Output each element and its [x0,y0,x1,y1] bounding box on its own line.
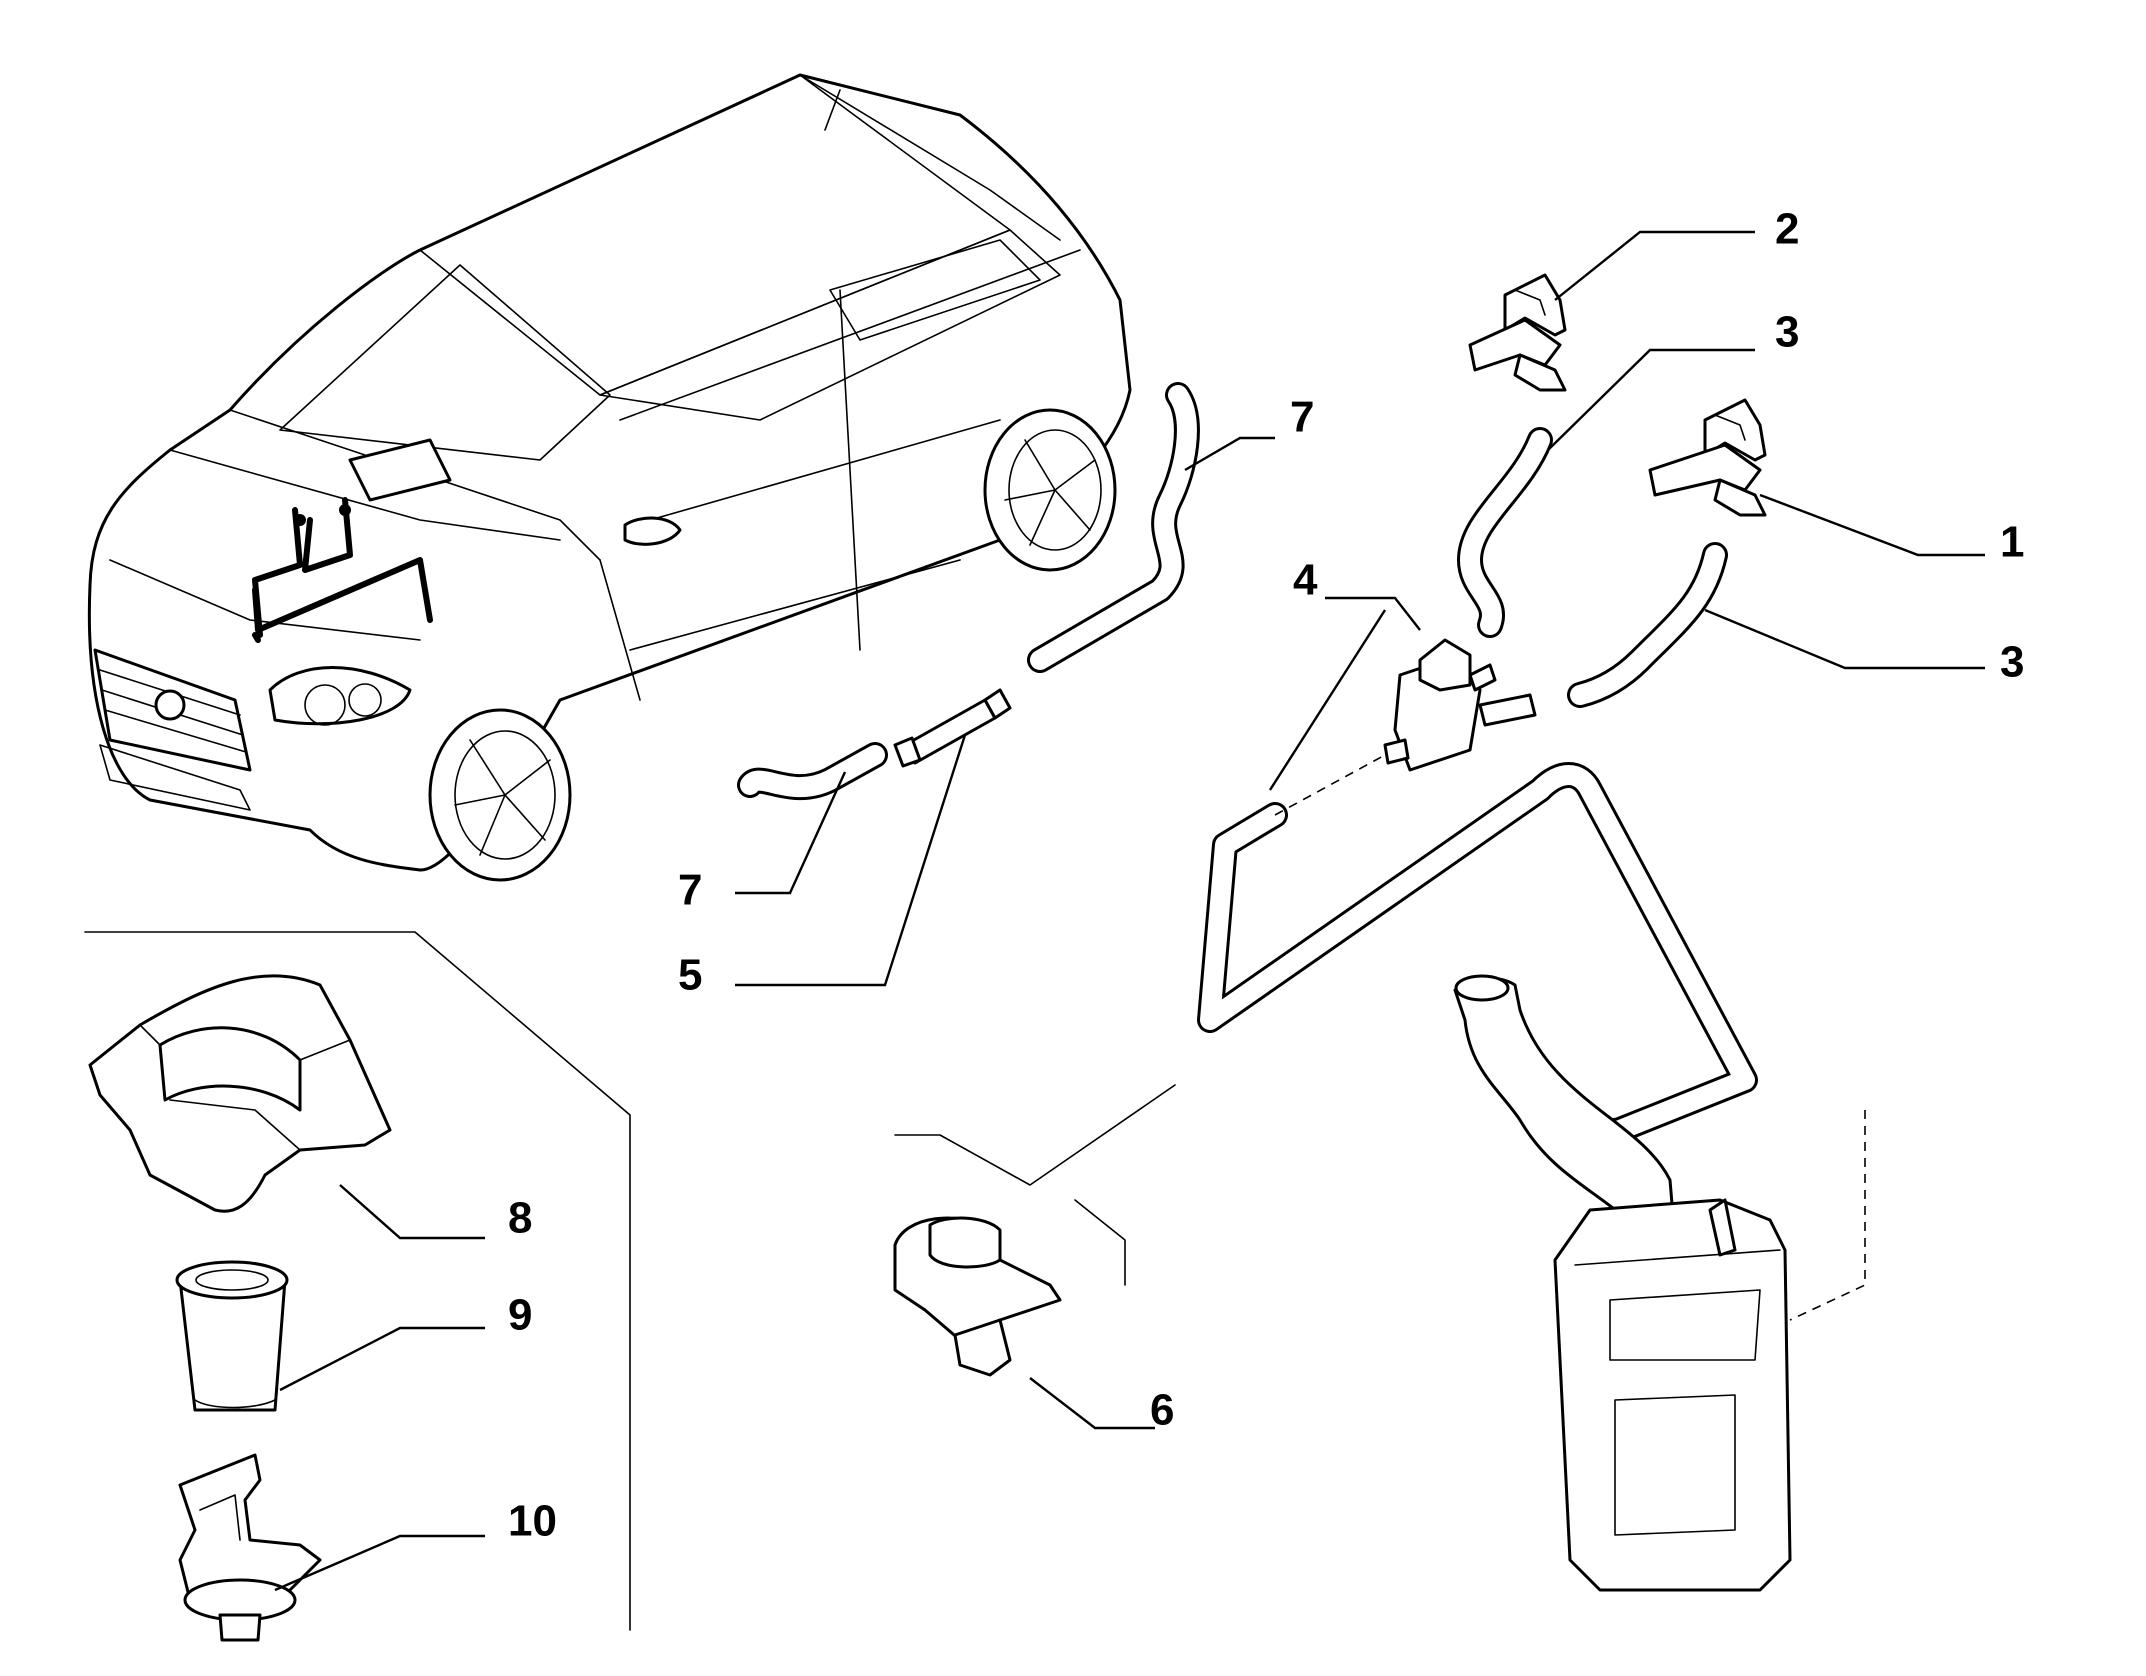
part-1-clip [1648,398,1767,517]
callout-3-lower: 3 [2000,638,2024,687]
rear-wheel [983,408,1117,572]
long-hose [1197,762,1758,1153]
part-7-hose-lower [737,742,888,801]
callout-2: 2 [1775,205,1799,254]
callout-7-upper: 7 [1290,393,1314,442]
inset-frame-2 [894,1084,1176,1286]
front-wheel [428,708,572,882]
callout-6: 6 [1150,1386,1174,1435]
washer-reservoir [1453,974,1792,1592]
part-9-grommet [175,1260,289,1412]
callout-3-upper: 3 [1775,308,1799,357]
callout-10: 10 [508,1497,557,1546]
callout-labels: 2 3 1 3 4 7 7 5 6 8 9 10 [508,205,2024,1546]
part-8-clip [88,974,392,1213]
part-4-valve [1383,638,1537,772]
leader-lines [274,230,1985,1592]
inset-frame [84,931,631,1631]
callout-8: 8 [508,1194,532,1243]
callout-1: 1 [2000,518,2024,567]
part-7-hose-upper [1027,382,1200,673]
part-2-clip [1468,273,1567,392]
car-illustration [87,73,1132,882]
callout-9: 9 [508,1291,532,1340]
part-3-hose-upper [1457,427,1553,638]
callout-5: 5 [678,951,702,1000]
part-10-clip [178,1453,322,1642]
part-6-clip [893,1216,1062,1377]
part-3-hose-lower [1567,542,1728,708]
part-5-connector [893,688,1012,768]
callout-4: 4 [1293,556,1318,605]
callout-7-lower: 7 [678,866,702,915]
